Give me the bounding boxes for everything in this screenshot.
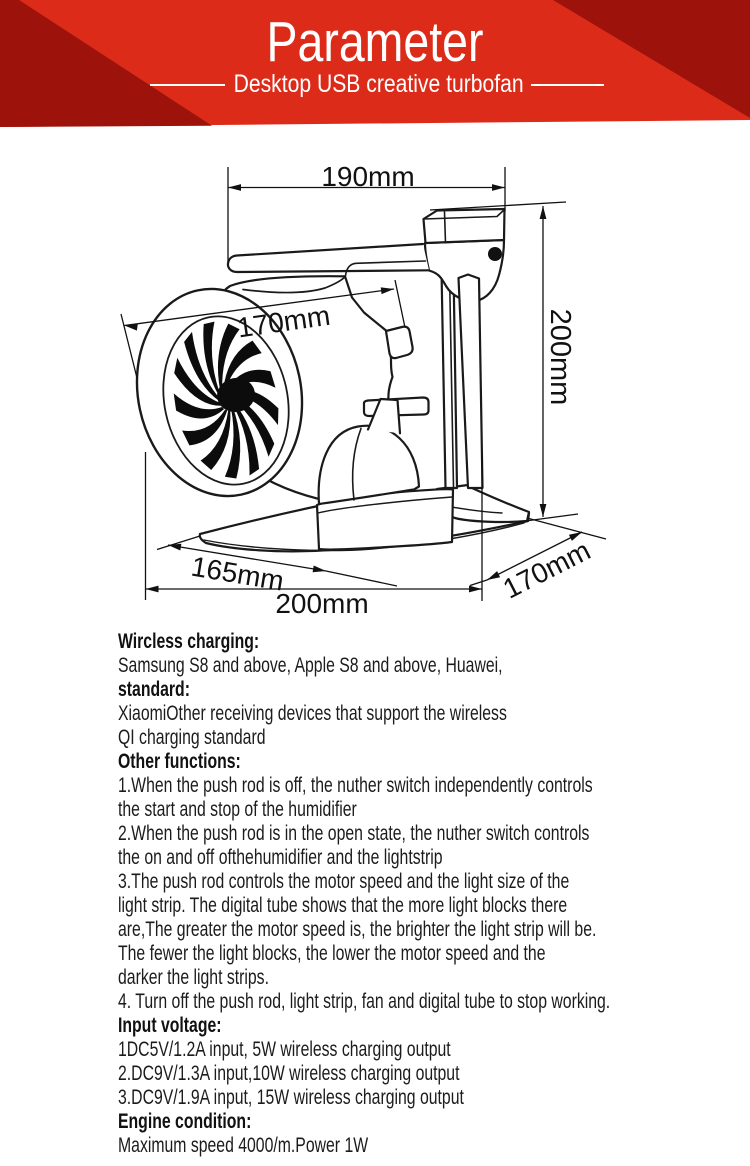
svg-text:165mm: 165mm [189, 551, 286, 597]
svg-text:190mm: 190mm [321, 161, 414, 192]
svg-text:170mm: 170mm [498, 535, 595, 605]
svg-text:200mm: 200mm [544, 309, 576, 406]
svg-text:200mm: 200mm [275, 588, 368, 619]
